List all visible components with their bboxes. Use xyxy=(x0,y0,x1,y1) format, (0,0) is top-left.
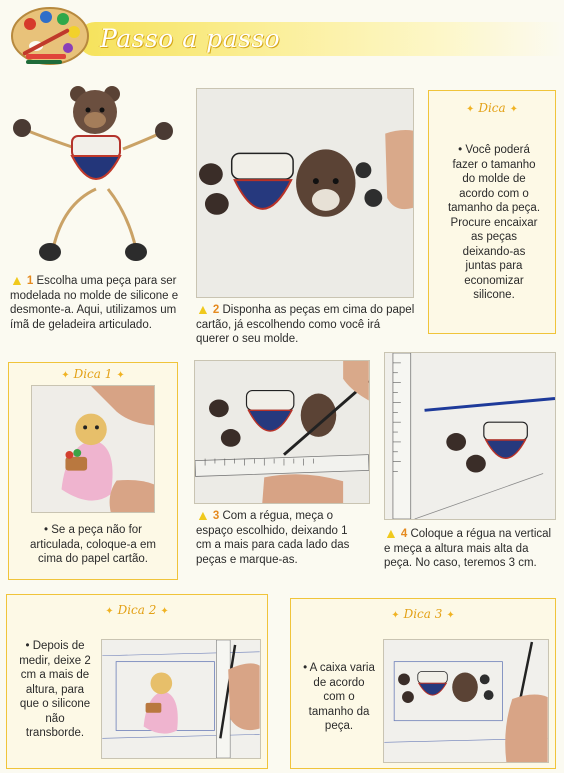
page-title: Passo a passo xyxy=(100,24,281,53)
sparkle-icon: ✦ xyxy=(116,370,125,381)
sparkle-icon: ✦ xyxy=(61,370,70,381)
photo-kitten-measured xyxy=(101,639,261,759)
arrow-up-icon: ▲ xyxy=(196,507,210,523)
tip-box-dica-3: ✦Dica 3✦ • A caixa varia de acordo com o… xyxy=(290,598,556,769)
paint-palette-icon xyxy=(6,2,94,72)
photo-measuring-width xyxy=(194,360,370,504)
arrow-up-icon: ▲ xyxy=(10,272,24,288)
tip-title: Dica 2 xyxy=(117,603,157,617)
sparkle-icon: ✦ xyxy=(391,610,400,621)
sparkle-icon: ✦ xyxy=(105,606,114,617)
tip-title: Dica 1 xyxy=(73,367,113,381)
header-band xyxy=(78,22,564,56)
sparkle-icon: ✦ xyxy=(509,104,519,115)
photo-kitten-magnet xyxy=(31,385,155,513)
tip-box-dica-2: ✦Dica 2✦ • Depois de medir, deixe 2 cm a… xyxy=(6,594,268,769)
photo-bear-articulated xyxy=(8,84,183,274)
photo-pieces-on-cardboard xyxy=(196,88,414,298)
sparkle-icon: ✦ xyxy=(465,104,475,115)
tip-text: • Você poderá fazer o tamanho do molde d… xyxy=(447,144,541,301)
tip-text: • Se a peça não for articulada, coloque-… xyxy=(30,524,156,565)
tip-text: • A caixa varia de acordo com o tamanho … xyxy=(303,662,375,732)
sparkle-icon: ✦ xyxy=(446,610,455,621)
arrow-up-icon: ▲ xyxy=(384,525,398,541)
step-2-caption: ▲2 Disponha as peças em cima do papel ca… xyxy=(196,301,415,345)
tip-box-dica-1: ✦Dica 1✦ • Se a peça não for articulada,… xyxy=(8,362,178,580)
photo-pieces-outlined xyxy=(383,639,549,763)
tip-text: • Depois de medir, deixe 2 cm a mais de … xyxy=(19,640,91,739)
step-3-caption: ▲3 Com a régua, meça o espaço escolhido,… xyxy=(196,507,350,566)
step-4-caption: ▲4 Coloque a régua na vertical e meça a … xyxy=(384,525,552,569)
step-1-caption: ▲1 Escolha uma peça para ser modelada no… xyxy=(10,272,179,331)
tip-box-dica: ✦Dica✦ • Você poderá fazer o tamanho do … xyxy=(428,90,556,334)
arrow-up-icon: ▲ xyxy=(196,301,210,317)
photo-measuring-height xyxy=(384,352,556,520)
tip-title: Dica 3 xyxy=(403,607,443,621)
sparkle-icon: ✦ xyxy=(160,606,169,617)
tip-title: Dica xyxy=(478,101,506,115)
